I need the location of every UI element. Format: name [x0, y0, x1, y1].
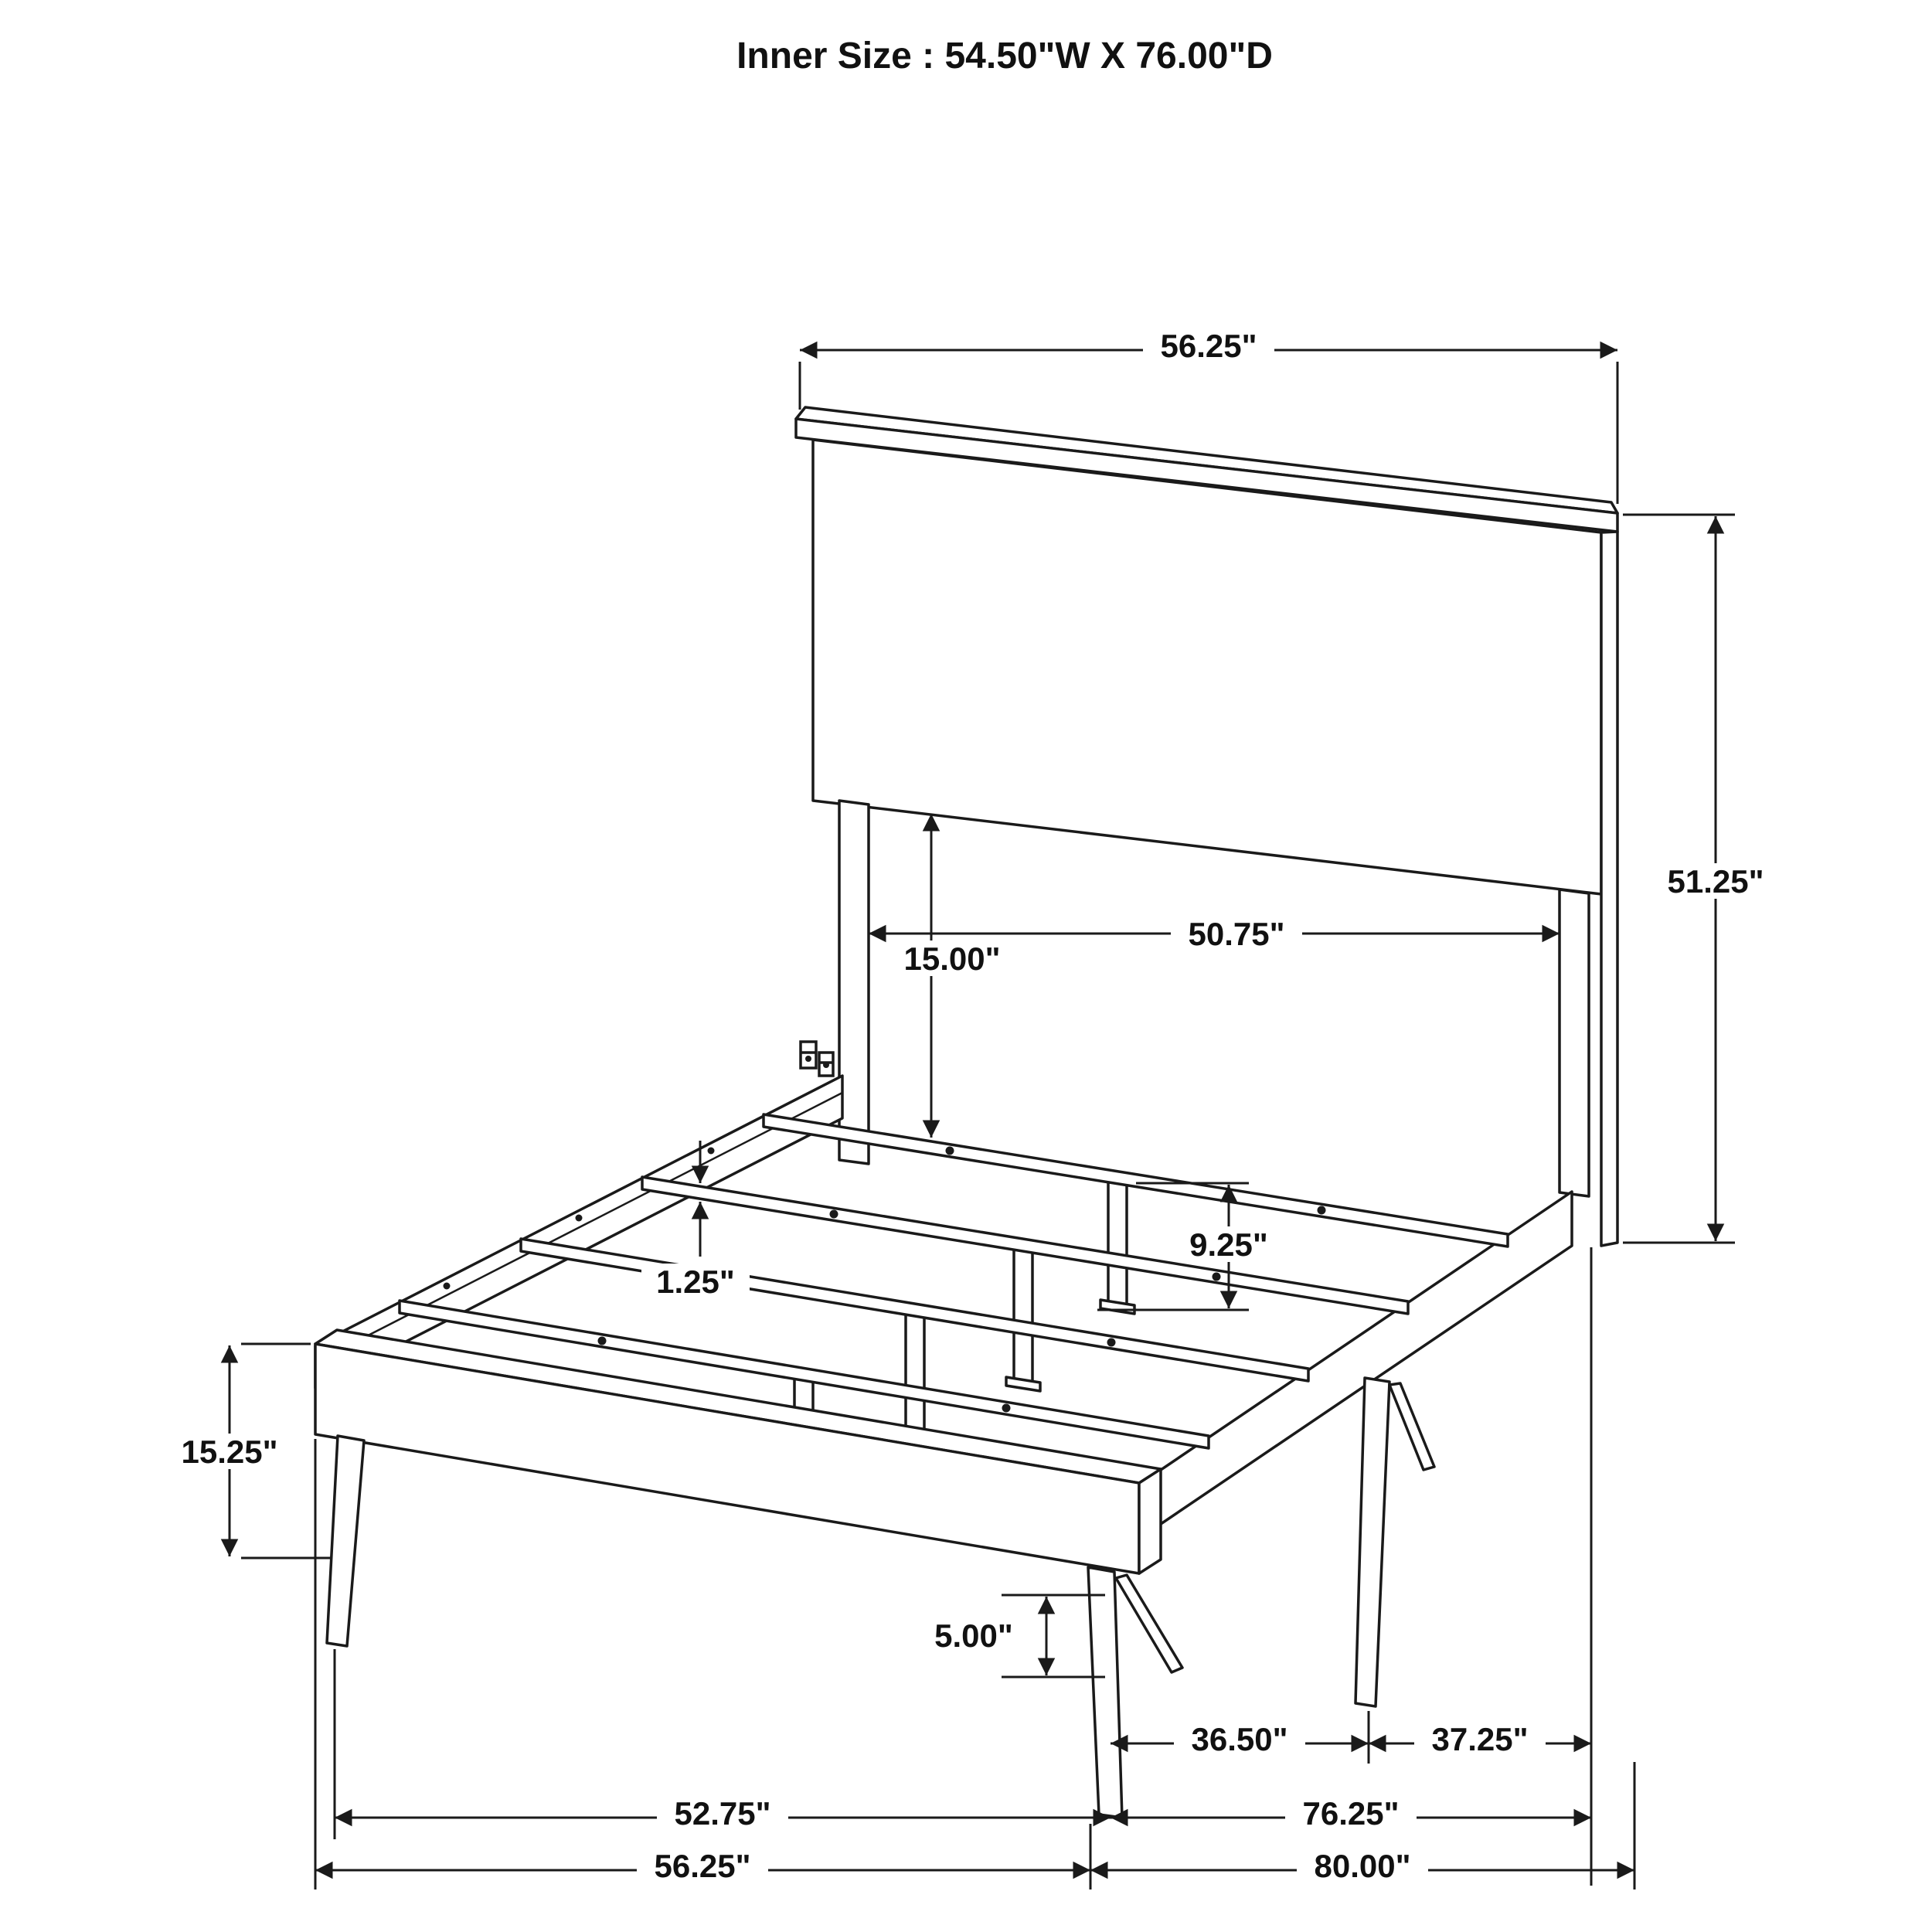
dim-label-headboard-width: 56.25" [1160, 328, 1257, 364]
footboard [314, 1328, 1162, 1575]
dim-rail-inner-length: 76.25" [1111, 1795, 1591, 1832]
page-title: Inner Size : 54.50"W X 76.00"D [736, 36, 1273, 77]
dim-label-36-50: 36.50" [1191, 1721, 1287, 1757]
dim-slat-support-height: 9.25" [1097, 1182, 1283, 1311]
dim-headboard-height: 51.25" [1623, 513, 1781, 1244]
dim-rear-leg-to-headboard: 37.25" [1369, 1721, 1591, 1757]
footboard-left-leg [325, 1434, 366, 1648]
dim-label-76-25: 76.25" [1302, 1795, 1399, 1832]
dim-label-panel-gap: 15.00" [903, 940, 1000, 977]
front-legs [325, 1434, 1184, 1819]
dim-inner-width: 50.75" [869, 916, 1560, 952]
dim-label-footboard-height: 15.25" [181, 1434, 277, 1470]
dim-label-slat-thickness: 1.25" [656, 1264, 735, 1300]
headboard-side-strip [1600, 530, 1619, 1247]
headboard [794, 406, 1619, 1247]
dim-label-80-00: 80.00" [1314, 1848, 1410, 1884]
dim-label-37-25: 37.25" [1431, 1721, 1528, 1757]
dim-headboard-width: 56.25" [798, 328, 1619, 504]
dim-label-headboard-height: 51.25" [1667, 863, 1764, 900]
bed-frame-drawing [314, 406, 1619, 1819]
dim-label-inner-width: 50.75" [1188, 916, 1284, 952]
center-front-leg [1087, 1566, 1124, 1819]
dimension-annotations: 56.25" 51.25" 50.75" 15.00" 1.25" [164, 328, 1781, 1889]
dim-footboard-leg-span: 52.75" [333, 1649, 1111, 1839]
rear-right-leg [1354, 1376, 1436, 1708]
dim-label-56-25-bottom: 56.25" [654, 1848, 750, 1884]
dim-leg-clearance: 5.00" [920, 1594, 1105, 1679]
dim-slat-thickness: 1.25" [641, 1141, 750, 1300]
rail-left-ledge [315, 1091, 843, 1364]
headboard-post-left [838, 799, 870, 1165]
dim-label-slat-support-height: 9.25" [1189, 1226, 1268, 1263]
center-front-leg-splay [1114, 1573, 1184, 1674]
footboard-end [1138, 1468, 1162, 1575]
dim-overall-depth: 80.00" [1090, 1848, 1634, 1884]
rail-bracket-hardware [799, 1040, 835, 1077]
mattress-slats [398, 1113, 1509, 1450]
dim-panel-gap: 15.00" [886, 814, 1018, 1138]
dim-label-leg-clearance: 5.00" [934, 1617, 1013, 1654]
dim-label-52-75: 52.75" [674, 1795, 770, 1832]
dim-footboard-height: 15.25" [164, 1342, 332, 1560]
headboard-post-right [1558, 888, 1590, 1198]
